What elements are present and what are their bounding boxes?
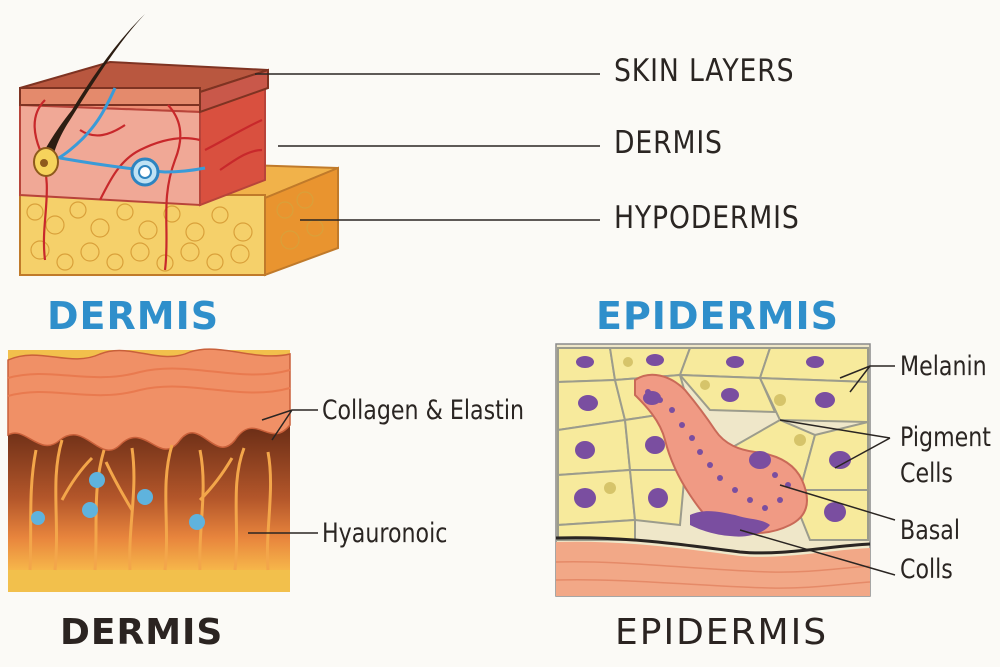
- heading-epidermis: EPIDERMIS: [596, 294, 840, 338]
- skin-block-illustration: [19, 14, 600, 277]
- label-collagen-elastin: Collagen & Elastin: [322, 395, 525, 426]
- basement-membrane: [555, 536, 871, 555]
- dermis-epidermis-band: [7, 348, 291, 451]
- cell-nuclei: [574, 354, 851, 522]
- dermis-cross-section: [7, 348, 318, 592]
- label-basal-cells-line2: Colls: [900, 554, 953, 585]
- label-basal-cells-line1: Basal: [900, 515, 961, 546]
- basal-cell-cluster: [690, 511, 770, 537]
- label-dermis: DERMIS: [614, 125, 723, 161]
- label-skin-layers: SKIN LAYERS: [614, 53, 795, 89]
- heading-dermis: DERMIS: [47, 294, 220, 338]
- epidermis-cross-section: [555, 343, 896, 597]
- hair-shaft: [42, 14, 145, 160]
- pale-nuclei: [604, 357, 806, 494]
- label-hypodermis: HYPODERMIS: [614, 200, 800, 236]
- label-pigment-cells-line2: Cells: [900, 458, 953, 489]
- label-pigment-cells-line1: Pigment: [900, 422, 991, 453]
- leader-line-melanin: [839, 365, 895, 393]
- label-hyaluronic: Hyauronoic: [322, 518, 448, 549]
- epidermis-layer: [19, 60, 269, 114]
- fat-cells: [26, 191, 324, 272]
- collagen-fibers: [28, 439, 273, 571]
- bottom-heading-dermis: DERMIS: [60, 612, 224, 653]
- melanocyte-cell: [634, 373, 808, 535]
- leader-line-pigment-cells: [779, 419, 891, 469]
- label-melanin: Melanin: [900, 351, 987, 382]
- hyaluronic-droplets: [31, 472, 205, 530]
- bottom-heading-epidermis: EPIDERMIS: [615, 612, 829, 653]
- leader-line-collagen: [261, 409, 318, 441]
- leader-line-basal-cells: [739, 484, 896, 576]
